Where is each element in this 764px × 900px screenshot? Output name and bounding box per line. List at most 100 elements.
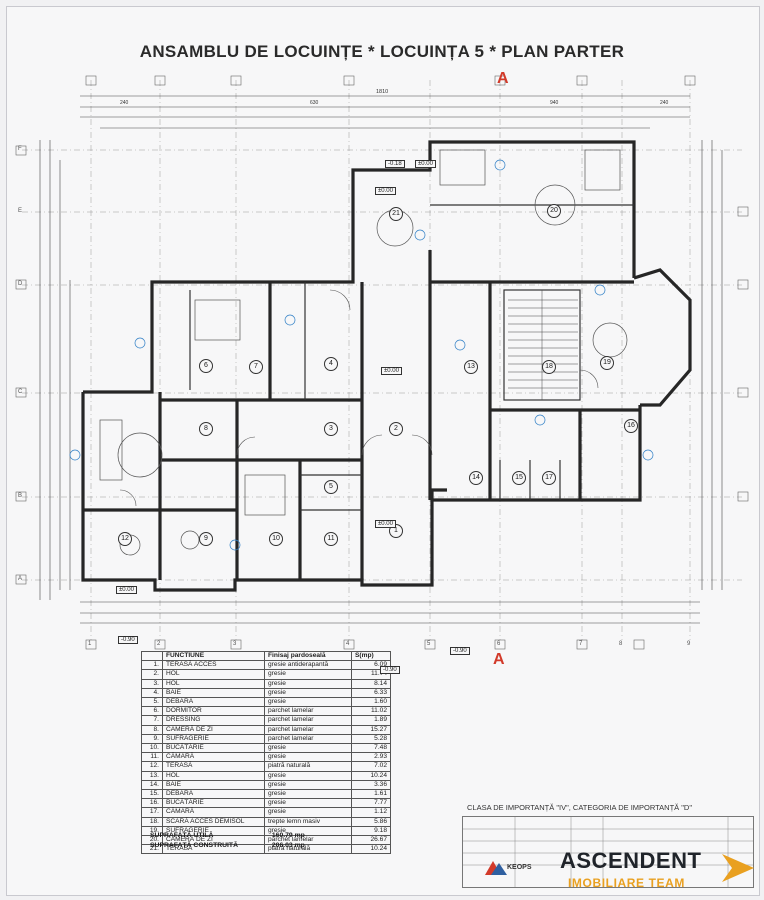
row-finish: parchet lamelar	[264, 715, 352, 726]
row-finish: gresie	[264, 779, 352, 791]
company-name: KEOPS	[507, 864, 532, 871]
total-built-value: 206.03 mp	[271, 842, 305, 849]
row-function: TERASĂ ACCES	[162, 660, 265, 671]
walls	[81, 140, 692, 592]
dimension-lines	[39, 95, 723, 624]
row-function: CĂMARĂ	[162, 752, 265, 763]
row-area: 6.33	[351, 687, 391, 699]
row-area: 26.67	[351, 835, 391, 846]
row-number: 12.	[141, 761, 163, 772]
section-marker-top: A	[497, 70, 509, 87]
row-function: SUFRAGERIE	[162, 733, 265, 745]
total-built-label: SUPRAFAȚĂ CONSTRUITĂ	[150, 842, 238, 849]
row-number: 4.	[141, 687, 163, 699]
row-finish: gresie	[264, 743, 352, 754]
row-area: 1.60	[351, 697, 391, 708]
level-mark: ±0.00	[375, 187, 396, 195]
door-swings	[119, 289, 599, 507]
axis-bubble-left	[15, 145, 27, 585]
row-finish: parchet lamelar	[264, 733, 352, 745]
row-area: 5.28	[351, 733, 391, 745]
room-number-3: 3	[324, 422, 338, 436]
row-function: DORMITOR	[162, 706, 265, 717]
axis-label-2: 2	[157, 641, 161, 647]
row-area: 7.77	[351, 798, 391, 809]
row-function: TERASĂ	[162, 761, 265, 772]
room-number-18: 18	[542, 360, 556, 374]
row-number: 17.	[141, 807, 163, 818]
level-mark: -0.90	[450, 647, 470, 655]
table-header-function: FUNCTIUNE	[162, 650, 265, 662]
total-useful-label: SUPRAFAȚĂ UTILĂ	[150, 832, 214, 839]
row-function: BUCĂTĂRIE	[162, 798, 265, 809]
row-finish: gresie	[264, 807, 352, 818]
total-built-area: SUPRAFAȚĂ CONSTRUITĂ 206.03 mp	[150, 842, 305, 849]
row-function: BAIE	[162, 779, 265, 791]
row-finish: parchet lamelar	[264, 706, 352, 717]
room-number-7: 7	[249, 360, 263, 374]
axis-bubbles	[15, 75, 749, 650]
section-marker-bottom: A	[493, 651, 505, 668]
row-number: 15.	[141, 789, 163, 800]
row-finish: gresie	[264, 697, 352, 708]
dimension-value: 630	[310, 100, 319, 106]
room-number-5: 5	[324, 480, 338, 494]
axis-label-3: 3	[233, 641, 237, 647]
importance-category: CLASA DE IMPORTANȚĂ "IV", CATEGORIA DE I…	[467, 803, 692, 812]
axis-label-C: C	[18, 389, 23, 395]
room-number-19: 19	[600, 356, 614, 370]
outer-wall-north-west	[83, 140, 636, 394]
row-function: HOL	[162, 770, 265, 781]
room-number-17: 17	[542, 471, 556, 485]
total-useful-area: SUPRAFAȚĂ UTILĂ 160.79 mp	[150, 832, 305, 839]
row-function: SCARĂ ACCES DEMISOL	[162, 816, 265, 827]
furniture	[99, 149, 628, 556]
row-area: 3.36	[351, 779, 391, 791]
row-area: 1.12	[351, 807, 391, 818]
row-function: DEBARA	[162, 789, 265, 800]
room-number-16: 16	[624, 419, 638, 433]
row-function: CAMERĂ DE ZI	[162, 724, 265, 735]
row-area: 5.86	[351, 816, 391, 827]
row-function: DEBARA	[162, 697, 265, 708]
row-finish: gresie	[264, 669, 352, 680]
room-number-12: 12	[118, 532, 132, 546]
row-area: 11.02	[351, 706, 391, 717]
room-number-2: 2	[389, 422, 403, 436]
row-finish: gresie	[264, 770, 352, 781]
row-number: 1.	[141, 660, 163, 671]
axis-label-B: B	[18, 493, 23, 499]
axis-label-F: F	[18, 146, 22, 152]
room-number-15: 15	[512, 471, 526, 485]
room-number-8: 8	[199, 422, 213, 436]
row-function: CĂMARĂ	[162, 807, 265, 818]
watermark-arrow-icon	[722, 854, 754, 882]
row-function: HOL	[162, 678, 265, 689]
outer-wall-bay	[633, 268, 692, 407]
thin-walls	[189, 204, 634, 511]
room-number-10: 10	[269, 532, 283, 546]
row-finish: trepte lemn masiv	[264, 816, 352, 827]
axis-label-E: E	[18, 208, 23, 214]
row-area: 7.48	[351, 743, 391, 754]
row-area: 9.18	[351, 825, 391, 837]
axis-label-5: 5	[427, 641, 431, 647]
axis-label-A: A	[18, 576, 23, 582]
row-area: 7.02	[351, 761, 391, 772]
row-number: 18.	[141, 816, 163, 827]
axis-label-6: 6	[497, 641, 501, 647]
axis-label-8: 8	[619, 641, 623, 647]
level-mark: -0.18	[385, 160, 405, 168]
